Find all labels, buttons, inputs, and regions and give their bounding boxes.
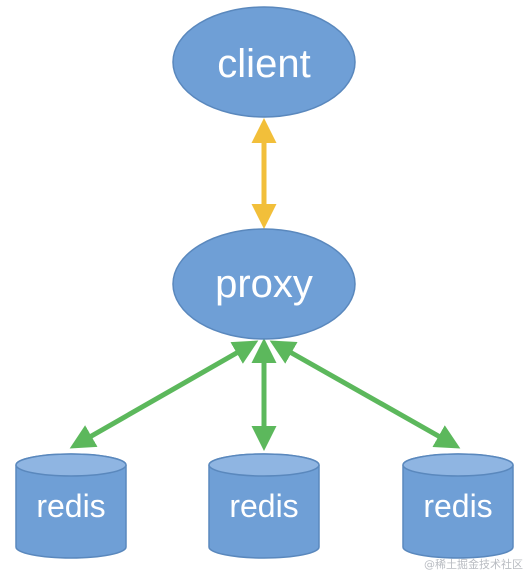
redis-label-1: redis (36, 488, 105, 524)
redis-node-2: redis (208, 453, 320, 559)
proxy-label: proxy (215, 262, 313, 306)
client-label: client (217, 42, 310, 86)
proxy-redis-link-3 (269, 340, 461, 449)
redis-node-1: redis (15, 453, 127, 559)
proxy-node: proxy (172, 228, 356, 340)
proxy-redis-link-1 (69, 340, 259, 449)
redis-label-3: redis (423, 488, 492, 524)
redis-label-2: redis (229, 488, 298, 524)
redis-node-3: redis (402, 453, 514, 559)
client-node: client (172, 6, 356, 118)
watermark: @稀土掘金技术社区 (424, 558, 523, 571)
